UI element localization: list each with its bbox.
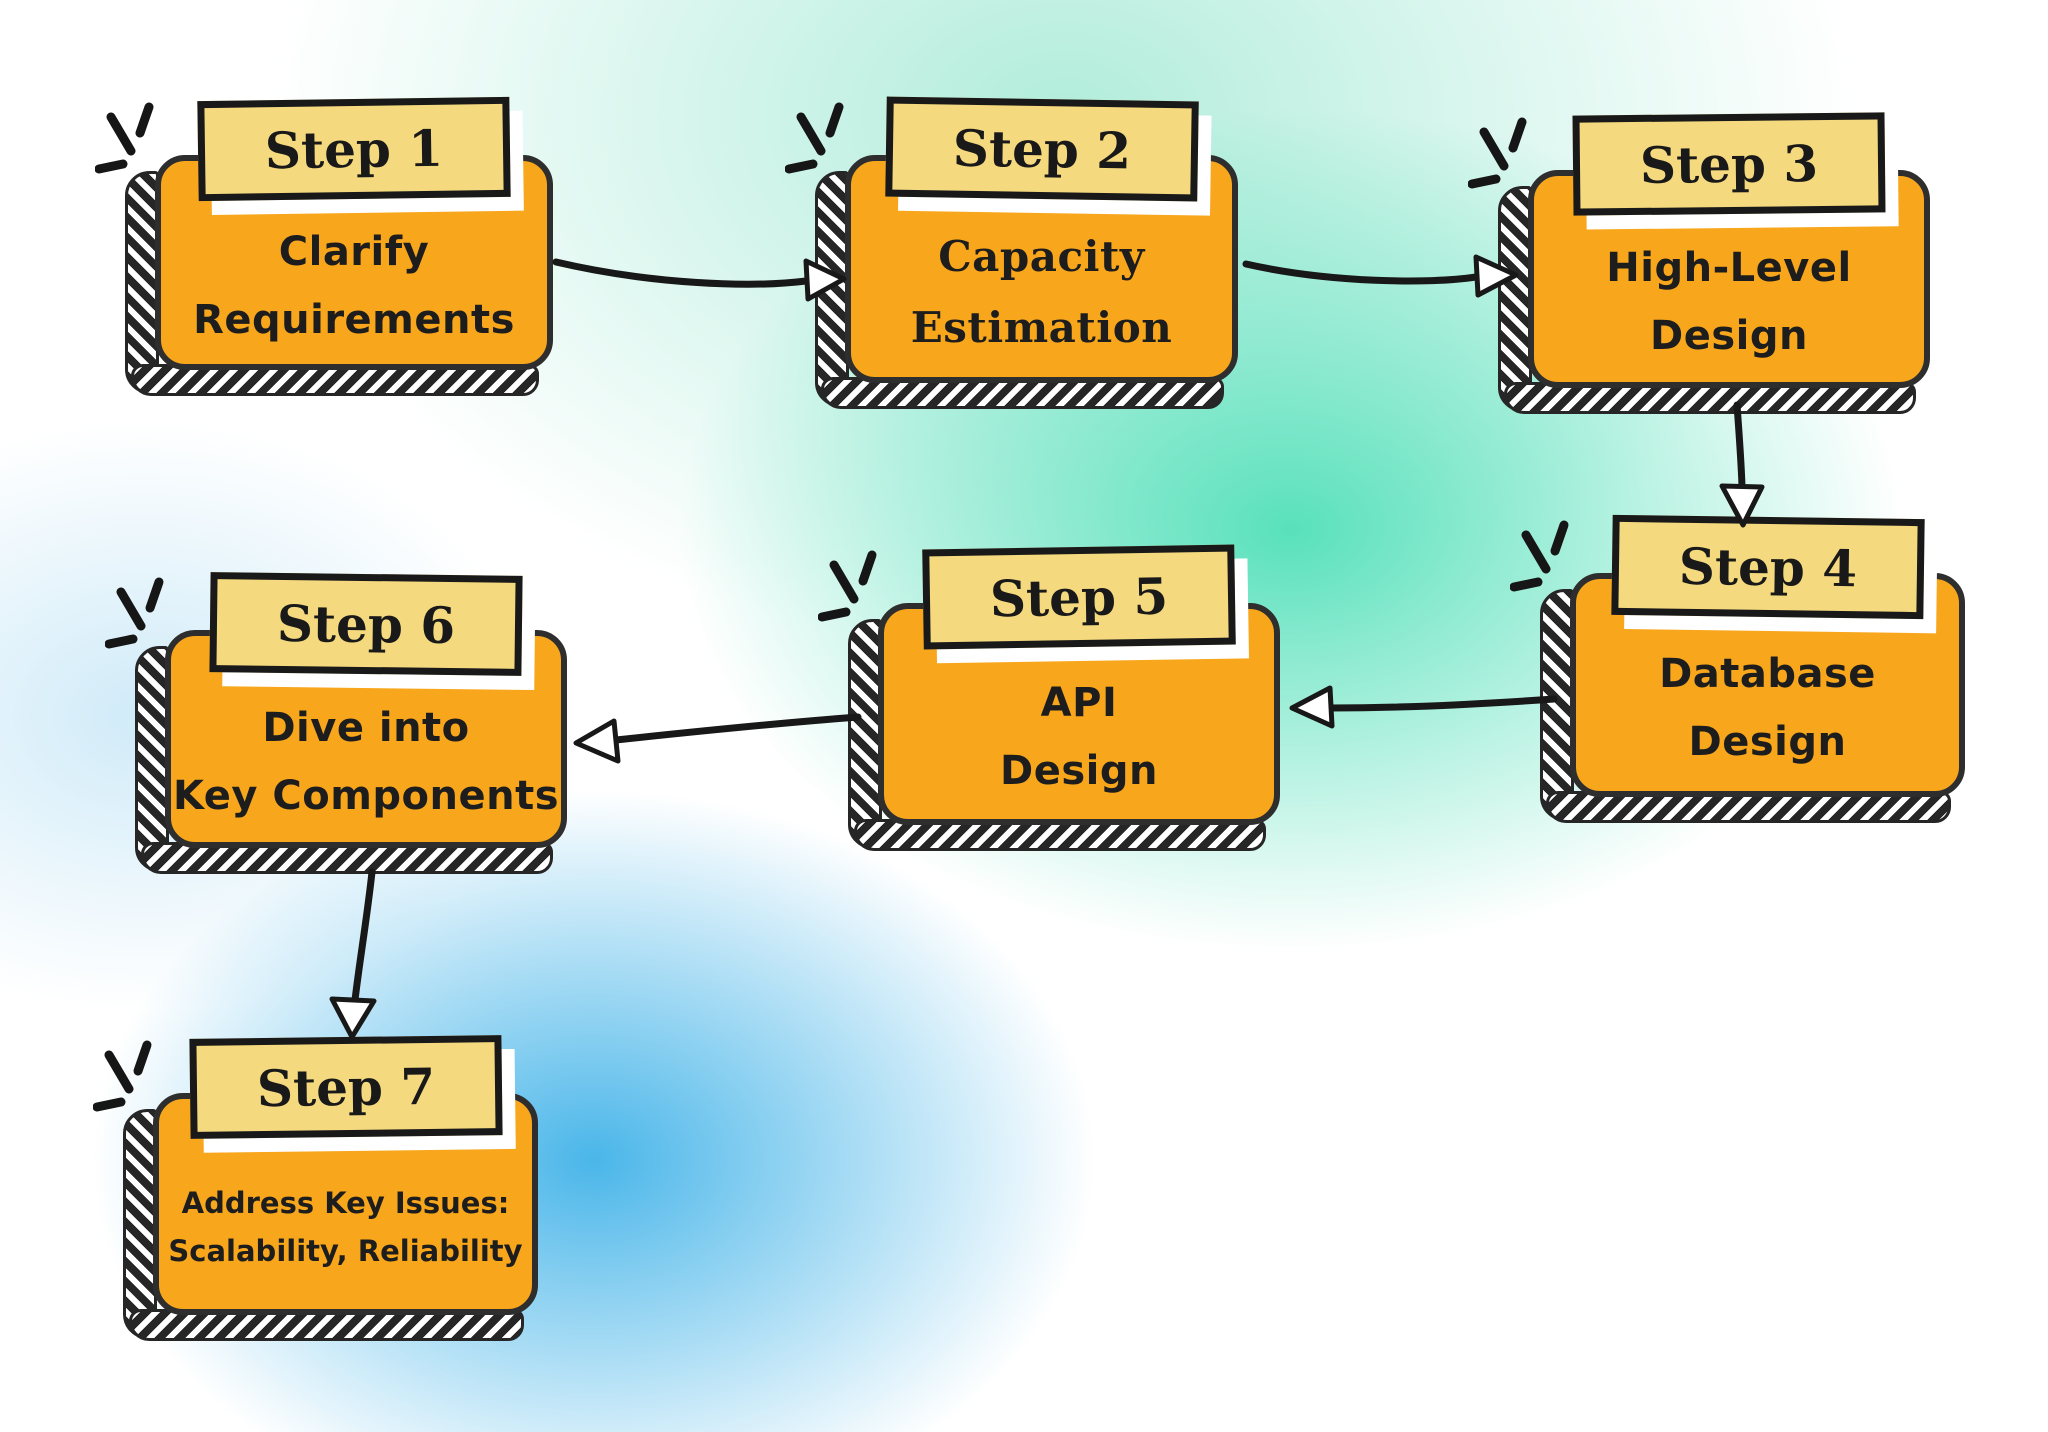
step-label: Step 3 xyxy=(1639,133,1819,195)
card-title-line: Database xyxy=(1659,651,1876,697)
arrow-step4-to-step5-icon xyxy=(1289,685,1558,729)
step-label: Step 7 xyxy=(256,1056,435,1118)
sparkle-icon xyxy=(105,577,164,649)
step-label: Step 4 xyxy=(1678,536,1857,598)
banner-plate: Step 3 xyxy=(1572,112,1886,216)
step-label: Step 5 xyxy=(989,566,1169,628)
sparkle-icon xyxy=(95,102,154,174)
step-banner: Step 7 xyxy=(188,1035,516,1153)
sparkle-icon xyxy=(818,550,877,622)
step-label: Step 1 xyxy=(264,118,444,180)
step-banner: Step 1 xyxy=(197,96,524,215)
step-label: Step 2 xyxy=(951,118,1132,180)
banner-plate: Step 4 xyxy=(1610,514,1925,620)
card-title-line: Clarify xyxy=(278,228,430,275)
sparkle-icon xyxy=(93,1040,152,1112)
card-title-line: Design xyxy=(1000,748,1158,794)
banner-plate: Step 7 xyxy=(188,1035,503,1139)
sparkle-icon xyxy=(1510,520,1569,592)
hatch-shadow-left xyxy=(848,619,882,849)
banner-plate: Step 5 xyxy=(922,544,1236,650)
card-title-line: High-Level xyxy=(1606,245,1852,291)
banner-plate: Step 6 xyxy=(209,572,523,676)
step-card-5: API Design Step 5 xyxy=(818,544,1280,851)
arrow-step2-to-step3-icon xyxy=(1242,254,1519,298)
step-banner: Step 6 xyxy=(209,572,536,691)
step-banner: Step 5 xyxy=(922,544,1249,664)
step-banner: Step 4 xyxy=(1610,514,1937,634)
banner-plate: Step 1 xyxy=(197,96,511,202)
sparkle-icon xyxy=(785,102,844,174)
hatch-shadow-left xyxy=(125,171,159,394)
step-title: Address Key Issues: Scalability, Reliabil… xyxy=(161,1147,530,1307)
card-title-line: Design xyxy=(1650,313,1808,359)
step-title: API Design xyxy=(886,657,1272,817)
step-banner: Step 3 xyxy=(1572,112,1899,230)
step-label: Step 6 xyxy=(276,593,456,655)
hatch-shadow-left xyxy=(1498,186,1532,412)
hatch-shadow-left xyxy=(815,171,849,407)
arrow-step6-to-step7-icon xyxy=(329,868,377,1040)
card-title-line: Key Components xyxy=(172,773,560,819)
banner-plate: Step 2 xyxy=(884,96,1199,202)
card-title-line: Estimation xyxy=(910,303,1173,352)
hatch-shadow-left xyxy=(1540,589,1574,821)
hatch-shadow-left xyxy=(123,1109,157,1339)
card-title-line: API xyxy=(1040,680,1118,726)
card-title-line: Dive into xyxy=(262,705,470,751)
step-banner: Step 2 xyxy=(884,96,1212,216)
card-title-line: Scalability, Reliability xyxy=(168,1234,523,1268)
hatch-shadow-left xyxy=(135,646,169,872)
arrow-step3-to-step4-icon xyxy=(1719,401,1765,528)
sparkle-icon xyxy=(1468,117,1527,189)
card-title-line: Design xyxy=(1688,719,1847,765)
card-title-line: Requirements xyxy=(193,296,515,343)
step-card-7: Address Key Issues: Scalability, Reliabil… xyxy=(93,1035,538,1341)
arrow-step1-to-step2-icon xyxy=(552,258,847,302)
card-title-line: Capacity xyxy=(938,232,1145,281)
arrow-step5-to-step6-icon xyxy=(573,713,862,764)
card-title-line: Address Key Issues: xyxy=(181,1186,510,1220)
